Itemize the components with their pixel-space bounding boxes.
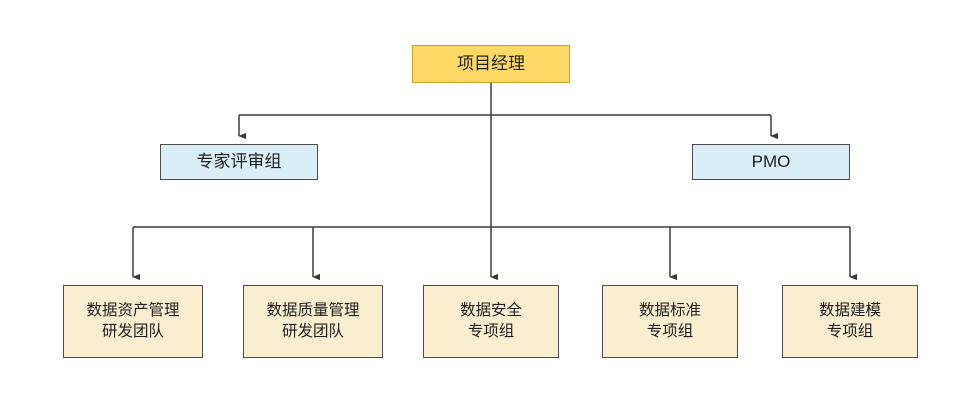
- node-expert-review-group[interactable]: 专家评审组: [160, 144, 318, 180]
- node-data-security-task-group[interactable]: 数据安全 专项组: [423, 285, 559, 358]
- node-data-quality-management-team[interactable]: 数据质量管理 研发团队: [243, 285, 383, 358]
- node-pmo[interactable]: PMO: [692, 144, 850, 180]
- node-data-standards-task-group[interactable]: 数据标准 专项组: [602, 285, 738, 358]
- node-data-modeling-task-group[interactable]: 数据建模 专项组: [782, 285, 918, 358]
- node-project-manager[interactable]: 项目经理: [412, 45, 570, 83]
- node-data-asset-management-team[interactable]: 数据资产管理 研发团队: [63, 285, 203, 358]
